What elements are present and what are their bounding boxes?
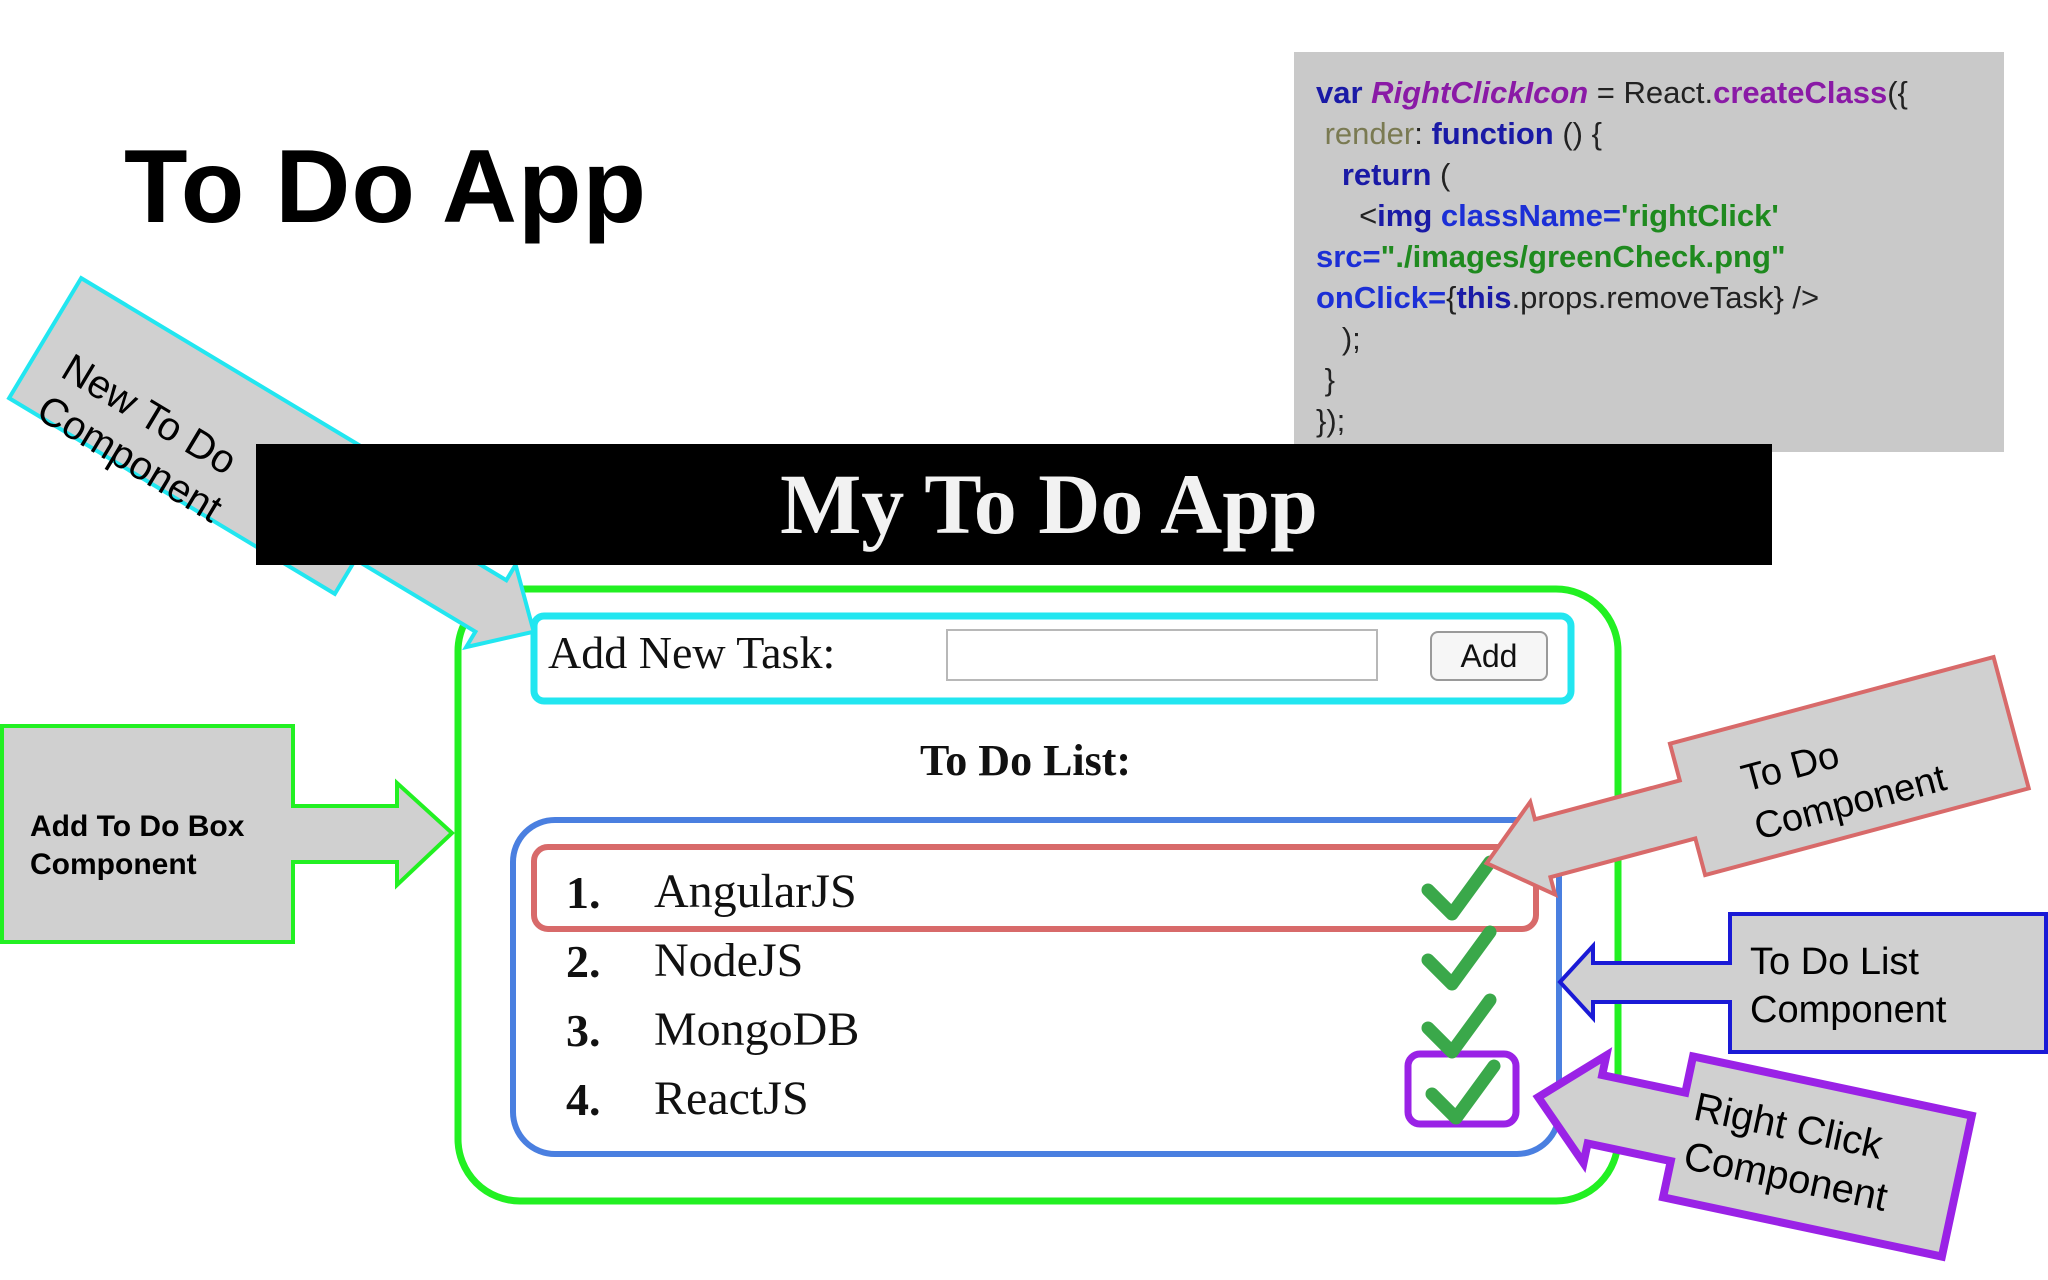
code-token: ); [1316,321,1361,356]
code-token: RightClickIcon [1371,75,1589,110]
item-text: AngularJS [654,864,857,919]
right-click-callout [1532,1047,1977,1262]
add-todo-box-callout-label: Add To Do Box Component [30,810,245,881]
list-item: 1. [566,866,601,919]
todo-callout [1483,654,2032,899]
list-item: 2. [566,935,601,988]
item-text: ReactJS [654,1071,809,1126]
code-token: }); [1316,403,1346,438]
item-number: 3. [566,1005,601,1056]
code-token: 'rightClick' [1621,198,1779,233]
code-line: }); [1316,400,1986,441]
code-token: src= [1316,239,1381,274]
code-token: .props.removeTask} /> [1511,280,1820,315]
add-todo-box-outline [454,585,1622,1205]
code-token: ({ [1887,75,1908,110]
item-label: NodeJS [654,934,804,987]
code-token: () { [1553,116,1602,151]
item-text: MongoDB [654,1002,859,1057]
add-button[interactable]: Add [1430,631,1548,681]
check-icon [1421,925,1497,991]
code-token: this [1456,280,1512,315]
code-line: src="./images/greenCheck.png" [1316,236,1986,277]
item-label: AngularJS [654,865,857,918]
code-line: onClick={this.props.removeTask} /> [1316,277,1986,318]
code-token: function [1431,116,1554,151]
code-token: ( [1431,157,1451,192]
new-todo-outline [530,612,1575,705]
list-item: 4. [566,1073,601,1126]
add-todo-box-callout [0,724,455,944]
check-icon [1421,855,1497,921]
todo-list-callout [1557,912,2048,1054]
code-token: : [1414,116,1432,151]
new-task-label: Add New Task: [548,627,836,678]
code-token: createClass [1713,75,1888,110]
app-header [256,444,1772,565]
code-line: <img className='rightClick' [1316,195,1986,236]
code-block: var RightClickIcon = React.createClass({… [1294,52,2004,452]
new-task-input[interactable] [946,629,1378,681]
code-token: < [1316,198,1378,233]
code-line: return ( [1316,154,1986,195]
check-icon [1425,1059,1501,1125]
item-label: ReactJS [654,1072,809,1125]
code-token: img [1377,198,1441,233]
app-header-title: My To Do App [780,456,1318,552]
code-token: onClick= [1316,280,1447,315]
todo-list-callout-label: To Do List Component [1750,941,1947,1031]
slide-title: To Do App [124,129,648,245]
code-line: } [1316,359,1986,400]
item-number: 1. [566,867,601,918]
code-line: render: function () { [1316,113,1986,154]
item-label: MongoDB [654,1003,860,1056]
code-token: className= [1440,198,1622,233]
code-token: var [1316,75,1372,110]
code-line: ); [1316,318,1986,359]
check-icon [1421,993,1497,1059]
list-item: 3. [566,1004,601,1057]
code-token: render [1316,116,1415,151]
todo-list-outline [510,817,1562,1157]
todo-list-heading: To Do List: [920,736,1132,785]
code-token: = React. [1588,75,1714,110]
code-token: return [1316,157,1432,192]
item-number: 2. [566,936,601,987]
code-token: "./images/greenCheck.png" [1380,239,1786,274]
right-click-outline [1404,1050,1520,1128]
code-token: { [1446,280,1457,315]
code-line: var RightClickIcon = React.createClass({ [1316,72,1986,113]
code-token: } [1316,362,1335,397]
item-number: 4. [566,1074,601,1125]
item-text: NodeJS [654,933,803,988]
